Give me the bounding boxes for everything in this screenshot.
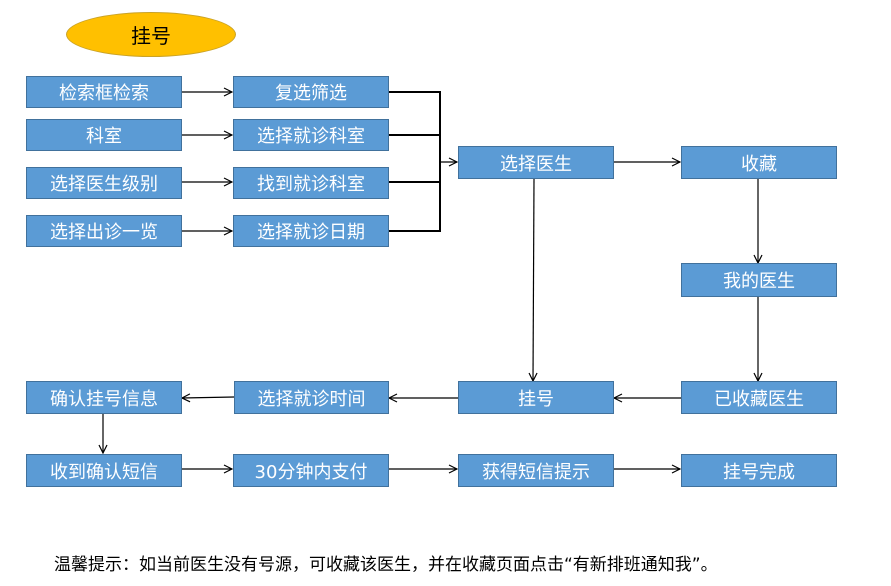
bracket-connector [388,91,441,232]
node-confirm-info: 确认挂号信息 [26,381,182,414]
node-favorite: 收藏 [681,146,837,179]
title-oval: 挂号 [66,12,236,57]
node-done: 挂号完成 [681,454,837,487]
node-department: 科室 [26,119,182,151]
node-pay-30min: 30分钟内支付 [233,454,389,487]
node-schedule-list: 选择出诊一览 [26,215,182,247]
node-doctor-level: 选择医生级别 [26,167,182,199]
tip-note: 温馨提示：如当前医生没有号源，可收藏该医生，并在收藏页面点击“有新排班通知我”。 [54,555,718,575]
node-receive-sms: 收到确认短信 [26,454,182,487]
node-select-date: 选择就诊日期 [233,215,389,247]
node-register: 挂号 [458,381,614,414]
node-search-box: 检索框检索 [26,76,182,108]
node-select-dept: 选择就诊科室 [233,119,389,151]
node-find-dept: 找到就诊科室 [233,167,389,199]
arrow-time-to-confirm [182,397,235,398]
node-select-doctor: 选择医生 [458,146,614,179]
node-my-doctors: 我的医生 [681,263,837,297]
node-favorited-doctor: 已收藏医生 [681,381,837,414]
node-multi-filter: 复选筛选 [233,76,389,108]
arrow-doctor-to-register [533,178,534,381]
node-select-time: 选择就诊时间 [234,381,389,414]
node-sms-hint: 获得短信提示 [458,454,614,487]
